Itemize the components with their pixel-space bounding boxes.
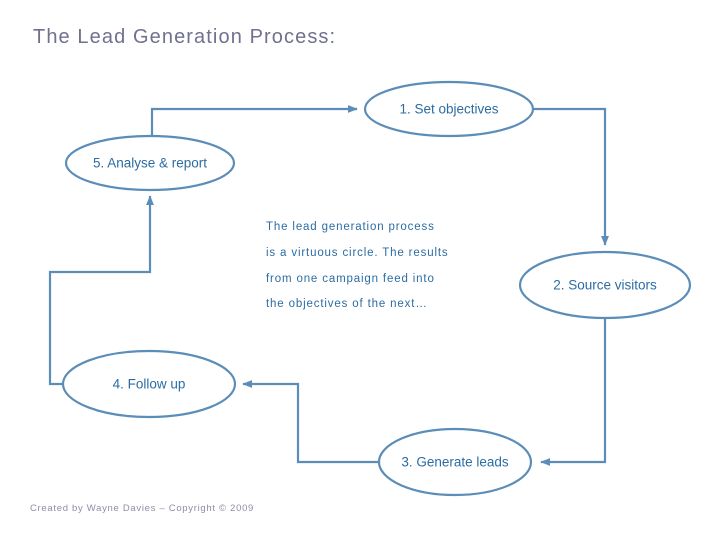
node-step4-ellipse[interactable] (61, 349, 237, 419)
node-step4-label: 4. Follow up (113, 377, 186, 392)
connector-step1-to-step2 (533, 107, 609, 246)
connector-step3-to-step4 (242, 380, 379, 464)
node-step2-label: 2. Source visitors (553, 278, 657, 293)
node-layer: 1. Set objectives 2. Source visitors 3. … (61, 80, 692, 497)
node-step5-label: 5. Analyse & report (93, 156, 207, 171)
node-step3[interactable]: 3. Generate leads (377, 427, 533, 497)
node-step1-label: 1. Set objectives (399, 102, 498, 117)
node-step5-ellipse[interactable] (64, 134, 236, 192)
center-note-line-2: is a virtuous circle. The results (266, 247, 449, 259)
footer-credit: Created by Wayne Davies – Copyright © 20… (30, 503, 255, 514)
node-step5[interactable]: 5. Analyse & report (64, 134, 236, 192)
center-note-line-1: The lead generation process (266, 221, 435, 233)
node-step2[interactable]: 2. Source visitors (518, 250, 692, 320)
node-step1[interactable]: 1. Set objectives (363, 80, 535, 138)
node-step3-ellipse[interactable] (377, 427, 533, 497)
page-title: The Lead Generation Process: (33, 26, 337, 48)
center-note: The lead generation process is a virtuou… (266, 221, 449, 310)
center-note-line-4: the objectives of the next… (266, 298, 428, 310)
center-note-line-3: from one campaign feed into (266, 273, 435, 285)
connector-layer (48, 105, 609, 466)
connector-step2-to-step3 (540, 318, 607, 466)
connector-step4-to-step5 (48, 195, 154, 386)
node-step1-ellipse[interactable] (363, 80, 535, 138)
node-step4[interactable]: 4. Follow up (61, 349, 237, 419)
node-step3-label: 3. Generate leads (401, 455, 509, 470)
node-step2-ellipse[interactable] (518, 250, 692, 320)
